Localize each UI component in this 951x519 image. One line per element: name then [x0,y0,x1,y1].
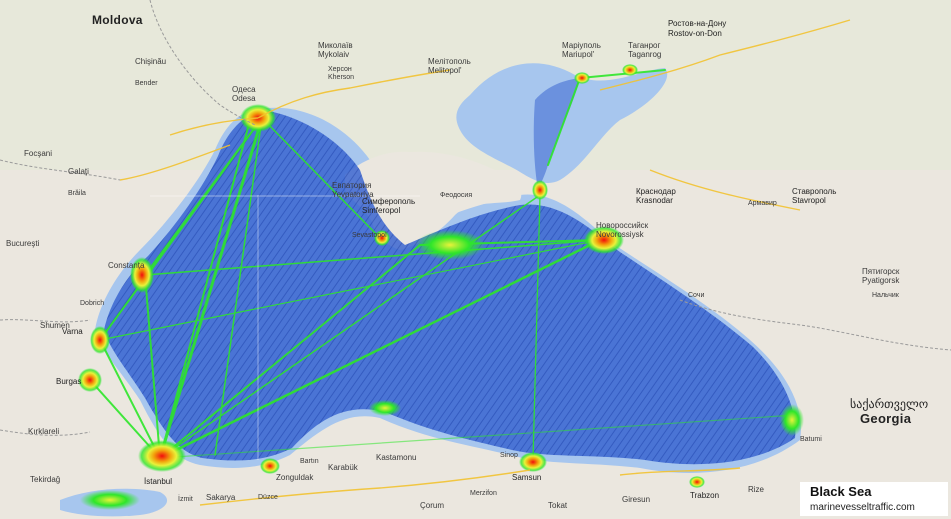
label-simferopol: Simferopol [362,206,401,215]
road-network [119,19,851,506]
hotspot-istanbul [138,440,186,472]
label-mariupol: Mariupol' [562,50,595,59]
label-krasnodar: Krasnodar [636,196,673,205]
label-moldova: Moldova [92,13,143,27]
label-georgia: Georgia [860,411,912,426]
map-source: marinevesseltraffic.com [810,502,915,513]
label-sinop: Sinop [500,452,518,459]
label-giresun: Giresun [622,495,651,504]
hotspot-mariupol [574,72,590,84]
label-novorossiysk-ru: Новороссийск [596,221,649,230]
label-tokat: Tokat [548,501,568,510]
label-karabuk: Karabük [328,463,358,472]
label-sakarya: Sakarya [206,493,236,502]
label-krasnodar-ru: Краснодар [636,187,676,196]
label-corum: Çorum [420,501,445,510]
label-sochi: Сочи [688,292,705,299]
hotspot-marmara [80,490,140,510]
label-armavir: Армавир [748,200,777,207]
shipping-lanes [89,69,796,461]
label-izmit: İzmit [178,496,193,503]
label-odesa-ua: Одеса [232,85,256,94]
label-evpatoria: Yevpatoriya [332,190,374,199]
hotspot-trabzon [689,476,705,488]
hotspot-novorossiysk [584,226,624,254]
label-nalchik: Нальчик [872,292,899,299]
label-trabzon: Trabzon [690,491,720,500]
hotspot-varna [90,326,110,354]
label-rize: Rize [748,485,765,494]
label-shumen: Shumen [40,321,70,330]
label-bucharest: Bucureşti [6,239,40,248]
label-constanta: Constanța [108,261,145,270]
label-taganrog: Taganrog [628,50,662,59]
label-mykolaiv: Mykolaiv [318,50,350,59]
label-evpatoria-ru: Евпатория [332,181,372,190]
label-feodosia: Феодосия [440,192,473,199]
port-hotspots [78,64,804,510]
map-title: Black Sea [810,484,872,499]
hotspot-zonguldak [260,458,280,474]
label-merzifon: Merzifon [470,490,497,497]
label-mykolaiv-ua: Миколаїв [318,41,353,50]
label-odesa: Odesa [232,94,256,103]
label-bender: Bender [135,80,158,87]
label-chisinau: Chişinău [135,57,167,66]
label-burgas: Burgas [56,377,82,386]
label-dobrich: Dobrich [80,300,105,307]
label-focsani: Focşani [24,149,53,158]
label-novorossiysk: Novorossiysk [596,230,644,239]
label-georgia-ka: საქართველო [850,397,929,411]
label-simferopol-ru: Симферополь [362,197,416,206]
label-duzce: Düzce [258,494,278,501]
label-samsun: Samsun [512,473,542,482]
label-braila: Brăila [68,190,86,197]
hotspot-sevastopol [374,230,390,246]
label-kherson-ua: Херсон [328,66,352,73]
label-kastamonu: Kastamonu [376,453,417,462]
hotspot-samsun [519,452,547,472]
hotspot-batumi [780,404,804,436]
country-borders [0,0,951,436]
label-galati: Galaţi [68,167,89,176]
credit-box [800,482,948,516]
hotspot-taganrog [622,64,638,76]
hotspot-feodosia [415,230,485,260]
label-istanbul: İstanbul [144,477,173,486]
traffic-density-blue [104,110,796,465]
label-bartin: Bartın [300,458,319,465]
label-mariupol-ua: Маріуполь [562,41,601,50]
hotspot-burgas [78,368,102,392]
label-varna: Varna [62,327,83,336]
label-melitopol-ua: Мелітополь [428,57,471,66]
label-kherson: Kherson [328,74,355,81]
label-rostov: Rostov-on-Don [668,29,722,38]
label-rostov-ru: Ростов-на-Дону [668,19,727,28]
label-kirklareli: Kırklareli [28,427,60,436]
label-pyatigorsk: Pyatigorsk [862,276,900,285]
label-batumi: Batumi [800,436,822,443]
label-stavropol-ru: Ставрополь [792,187,837,196]
label-zonguldak: Zonguldak [276,473,314,482]
hotspot-sinop [369,400,401,416]
label-sevastopol: Sevastopol [352,232,387,239]
label-stavropol: Stavropol [792,196,826,205]
label-melitopol: Melitopol' [428,66,462,75]
hotspot-constanta [130,257,154,293]
label-taganrog-ru: Таганрог [628,41,661,50]
crimea-peninsula [345,151,522,250]
label-tekirdag: Tekirdağ [30,475,61,484]
traffic-azov-blue [533,78,580,190]
label-pyatigorsk-ru: Пятигорск [862,267,900,276]
hotspot-kerch [532,180,548,200]
